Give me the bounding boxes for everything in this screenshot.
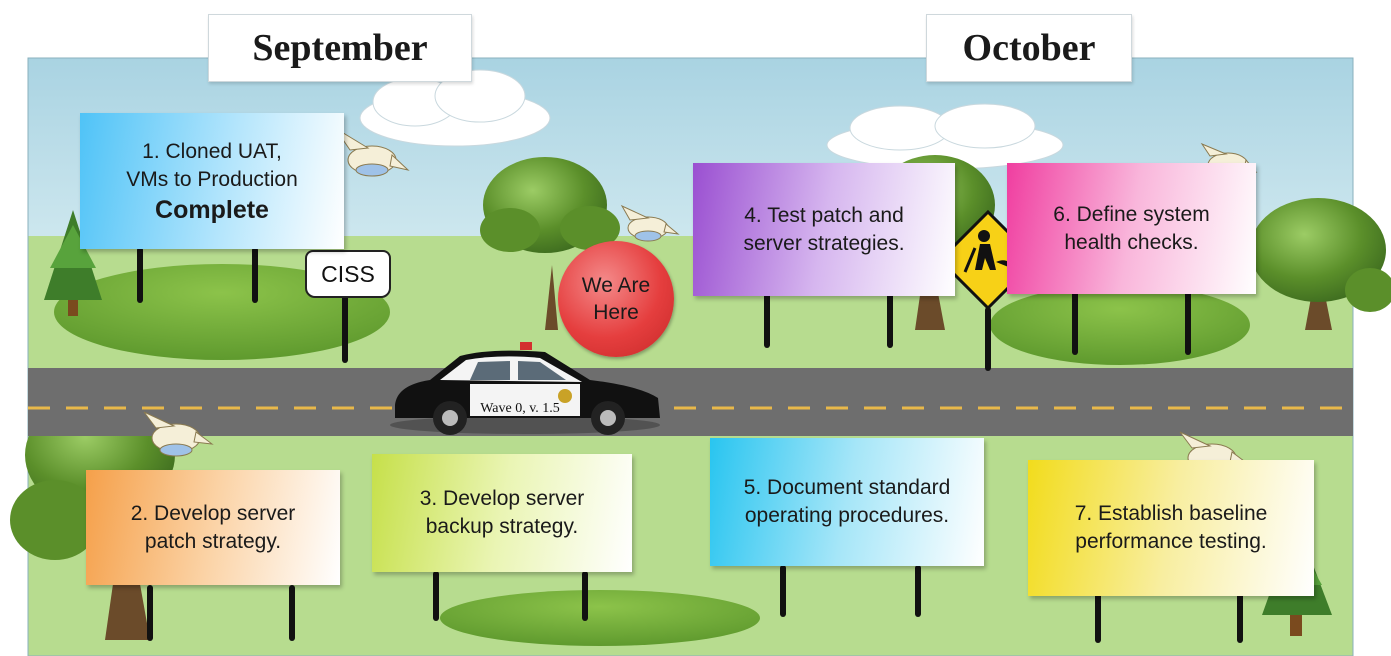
milestone-text: 1. Cloned UAT, <box>142 140 282 163</box>
milestone-text: VMs to Production <box>126 168 298 191</box>
oak-tree <box>1250 198 1391 330</box>
milestone-sign-7: 7. Establish baseline performance testin… <box>1028 460 1314 596</box>
we-are-here-marker: We Are Here <box>558 241 674 357</box>
milestone-text: 5. Document standard <box>743 476 951 499</box>
sign-posts <box>147 565 1243 643</box>
milestone-text: backup strategy. <box>425 515 579 538</box>
milestone-text: operating procedures. <box>744 504 950 527</box>
month-label-october: October <box>926 14 1132 82</box>
milestone-text: patch strategy. <box>144 529 282 553</box>
milestone-sign-6: 6. Define system health checks. <box>1007 163 1256 294</box>
oak-tree <box>480 157 620 330</box>
milestone-sign-1: 1. Cloned UAT, VMs to Production Complet… <box>80 113 344 249</box>
month-label-september: September <box>208 14 472 82</box>
milestone-text: 3. Develop server <box>419 487 585 510</box>
route-sign: CISS <box>305 250 391 298</box>
milestone-sign-3: 3. Develop server backup strategy. <box>372 454 632 572</box>
dove-icon <box>334 127 410 177</box>
milestone-sign-5: 5. Document standard operating procedure… <box>710 438 984 566</box>
milestone-sign-4: 4. Test patch and server strategies. <box>693 163 955 296</box>
sign-posts <box>137 247 1191 371</box>
road <box>28 368 1353 436</box>
police-car-icon <box>390 342 660 435</box>
milestone-text: 6. Define system <box>1053 202 1210 226</box>
milestone-status: Complete <box>155 196 269 224</box>
marker-text: We Are <box>581 274 651 297</box>
cloud <box>826 103 1064 170</box>
hill <box>990 285 1250 365</box>
dove-icon <box>620 204 680 242</box>
car-label: Wave 0, v. 1.5 <box>480 401 560 416</box>
milestone-text: performance testing. <box>1075 530 1267 553</box>
hill <box>440 590 760 646</box>
milestone-text: 4. Test patch and <box>744 203 904 227</box>
milestone-text: 7. Establish baseline <box>1074 502 1268 525</box>
milestone-sign-2: 2. Develop server patch strategy. <box>86 470 340 585</box>
dove-icon <box>143 411 214 457</box>
milestone-text: health checks. <box>1064 230 1199 254</box>
milestone-text: 2. Develop server <box>130 501 296 525</box>
milestone-text: server strategies. <box>743 231 905 255</box>
pine-tree <box>44 210 102 316</box>
marker-text: Here <box>593 301 639 324</box>
